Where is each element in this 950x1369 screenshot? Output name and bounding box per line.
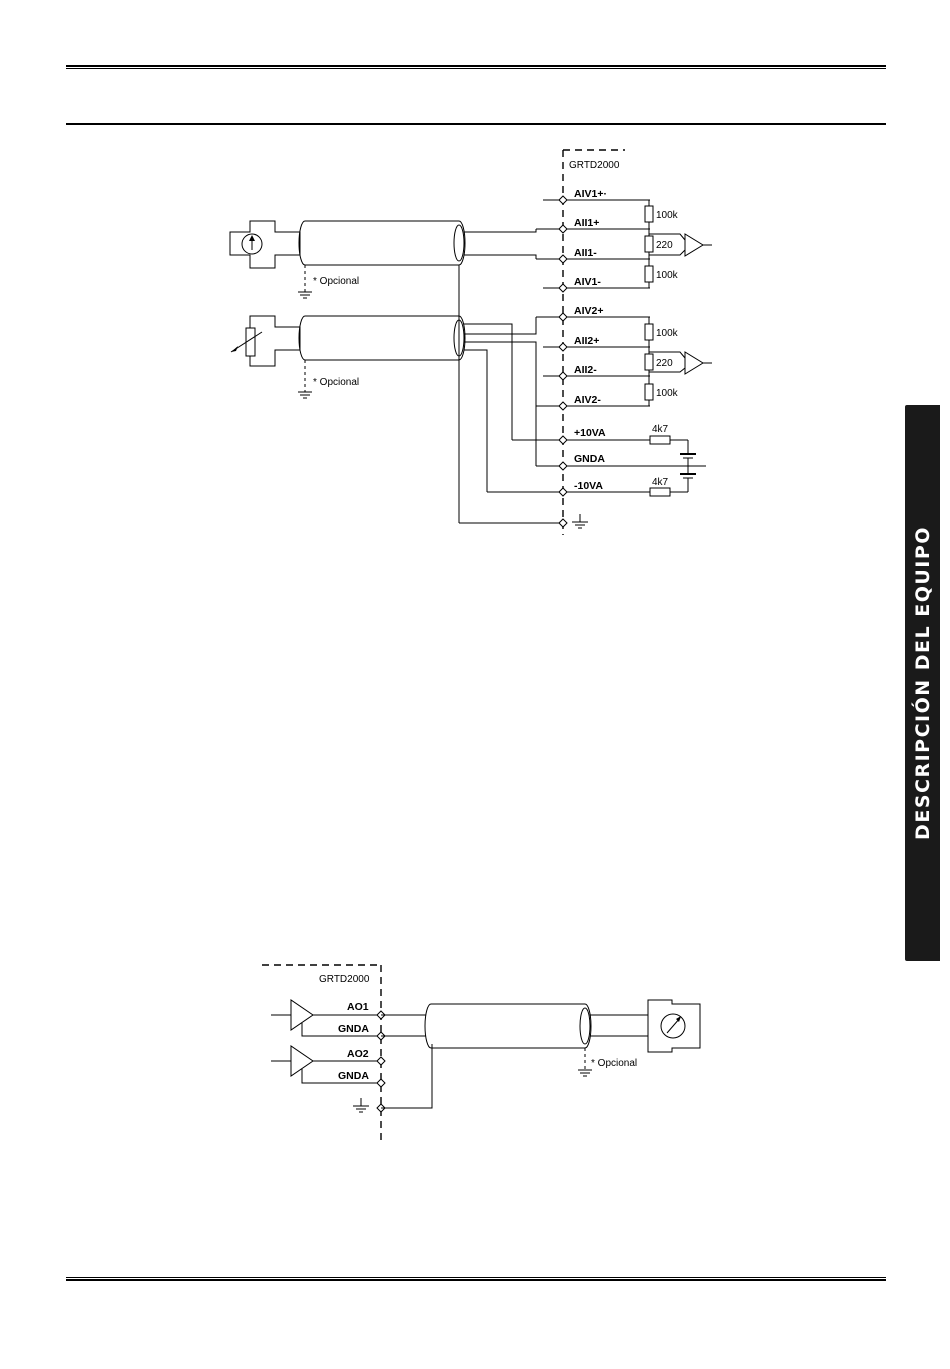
resistor-value-100k: 100k [656, 270, 679, 281]
terminal-plus-10va: +10VA [574, 427, 606, 439]
resistor-icon [645, 236, 653, 252]
resistor-value-100k: 100k [656, 328, 679, 339]
chassis-ground-icon [572, 514, 588, 528]
terminal-aii2-minus: AII2- [574, 364, 597, 376]
potentiometer-icon [231, 316, 300, 366]
terminal-aii1-plus: AII1+ [574, 217, 599, 229]
terminal-aii2-plus: AII2+ [574, 335, 599, 347]
terminal-minus-10va: -10VA [574, 480, 603, 492]
optional-ground-note: * Opcional [313, 377, 359, 388]
resistor-icon [645, 324, 653, 340]
current-source-icon [230, 221, 300, 268]
terminal-aii1-minus: AII1- [574, 247, 597, 259]
analog-output-wiring-diagram: GRTD2000 AO1 GNDA AO2 GNDA [262, 965, 700, 1145]
terminal-ao2: AO2 [347, 1048, 369, 1060]
chassis-ground-icon [353, 1098, 369, 1112]
terminal-ao1: AO1 [347, 1001, 369, 1013]
shielded-cable-2 [275, 316, 536, 492]
device-label: GRTD2000 [569, 160, 620, 171]
resistor-value-220: 220 [656, 240, 673, 251]
meter-icon [648, 1000, 700, 1052]
resistor-icon [645, 206, 653, 222]
resistor-icon [645, 384, 653, 400]
optional-ground-note: * Opcional [591, 1058, 637, 1069]
resistor-icon [650, 436, 670, 444]
terminal-aiv1-plus: AIV1+· [574, 188, 607, 200]
resistor-icon [650, 488, 670, 496]
resistor-icon [645, 354, 653, 370]
terminal-aiv2-minus: AIV2- [574, 394, 601, 406]
shielded-cable-1 [275, 221, 536, 523]
terminal-gnda-2: GNDA [338, 1070, 369, 1082]
resistor-value-4k7: 4k7 [652, 477, 669, 488]
amplifier-icon [685, 352, 703, 374]
resistor-value-220: 220 [656, 358, 673, 369]
resistor-icon [645, 266, 653, 282]
resistor-value-4k7: 4k7 [652, 424, 669, 435]
amplifier-icon [685, 234, 703, 256]
resistor-value-100k: 100k [656, 388, 679, 399]
terminal-gnda: GNDA [574, 453, 605, 465]
shielded-cable-output [381, 1004, 648, 1108]
resistor-value-100k: 100k [656, 210, 679, 221]
analog-input-wiring-diagram: GRTD2000 [230, 150, 712, 535]
device-label: GRTD2000 [319, 974, 370, 985]
terminal-aiv1-minus: AIV1- [574, 276, 601, 288]
terminal-gnda-1: GNDA [338, 1023, 369, 1035]
optional-ground-note: * Opcional [313, 276, 359, 287]
terminal-aiv2-plus: AIV2+ [574, 305, 603, 317]
